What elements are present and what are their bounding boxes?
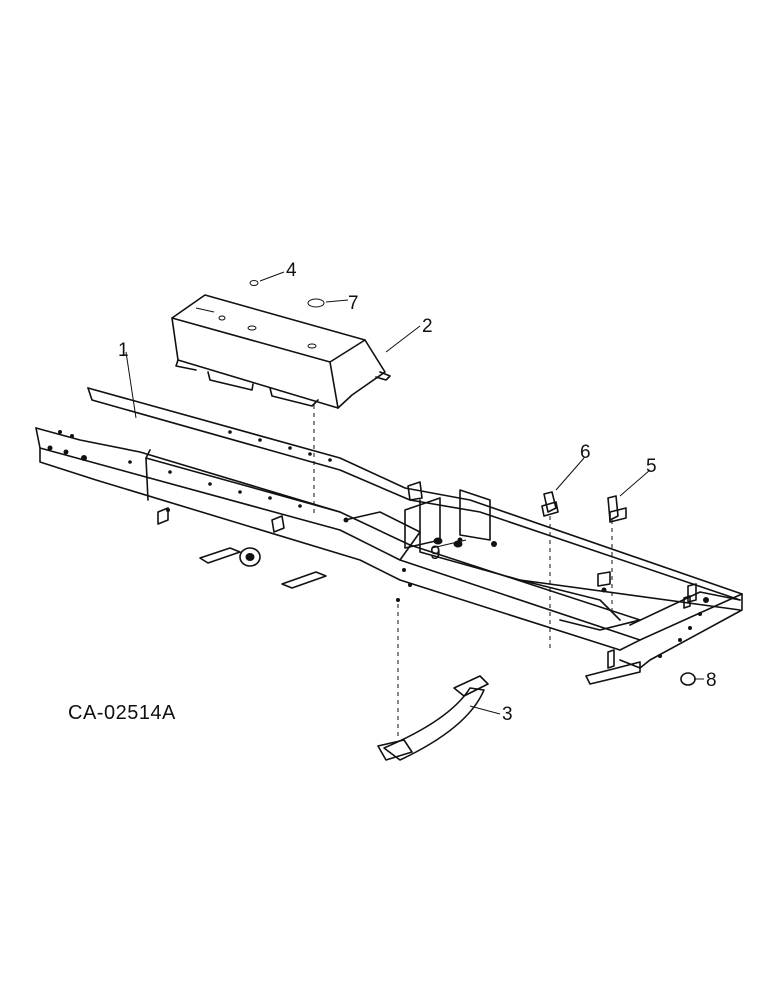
callout-2: 2 — [422, 316, 433, 337]
callout-3: 3 — [502, 704, 513, 725]
plug-part-7 — [307, 298, 325, 308]
assembly-guide-lines — [313, 405, 613, 740]
callout-4: 4 — [286, 260, 297, 281]
callout-1: 1 — [118, 340, 129, 361]
callout-6: 6 — [580, 442, 591, 463]
main-frame-part-1 — [35, 387, 743, 686]
washer-part-4 — [249, 280, 259, 286]
strap-part-3 — [377, 675, 489, 761]
cover-plate-part-2 — [171, 294, 391, 409]
bolts-part-9 — [433, 537, 463, 548]
drawing-code: CA-02514A — [68, 702, 176, 724]
callout-9: 9 — [430, 543, 441, 564]
callout-labels: 1 2 3 4 5 6 7 8 9 — [118, 260, 717, 725]
callout-5: 5 — [646, 456, 657, 477]
callout-7: 7 — [348, 293, 359, 314]
callout-8: 8 — [706, 670, 717, 691]
clip-part-6 — [541, 491, 559, 517]
clip-part-5 — [607, 495, 627, 523]
leader-lines — [125, 271, 704, 715]
